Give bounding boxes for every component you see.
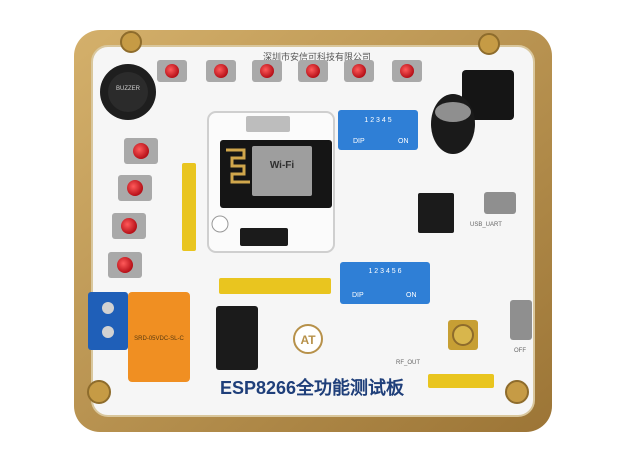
- usb-port[interactable]: [484, 192, 516, 214]
- svg-text:DIP: DIP: [353, 138, 365, 145]
- svg-text:BUZZER: BUZZER: [116, 86, 141, 92]
- svg-text:ON: ON: [406, 292, 417, 299]
- svg-text:SRD-05VDC-SL-C: SRD-05VDC-SL-C: [134, 336, 184, 342]
- capacitor: [431, 94, 475, 154]
- relay: SRD-05VDC-SL-C: [128, 292, 190, 382]
- terminal-block: [88, 292, 128, 350]
- corner-screws: [87, 31, 529, 404]
- top-button-row[interactable]: [157, 60, 422, 82]
- wifi-label: Wi-Fi: [270, 160, 295, 171]
- svg-text:ON: ON: [398, 138, 409, 145]
- sma-connector: [448, 320, 478, 350]
- svg-text:1 2 3 4 5 6: 1 2 3 4 5 6: [368, 268, 401, 275]
- svg-text:AT: AT: [300, 333, 316, 347]
- usb-label: USB_UART: [470, 222, 502, 228]
- dip-switch-bottom[interactable]: 1 2 3 4 5 6 DIP ON: [340, 262, 430, 304]
- yellow-header-bottom: [428, 374, 494, 388]
- board-title: ESP8266全功能测试板: [220, 377, 405, 398]
- rf-label: RF_OUT: [396, 360, 420, 366]
- left-buttons[interactable]: [108, 138, 158, 278]
- svg-text:1 2 3 4 5: 1 2 3 4 5: [364, 117, 391, 124]
- dip-switch-top[interactable]: 1 2 3 4 5 DIP ON: [338, 110, 418, 150]
- wifi-module: Wi-Fi: [207, 111, 335, 253]
- black-socket: [216, 306, 258, 370]
- brand-logo: AT: [293, 324, 323, 354]
- top-label: 深圳市安信可科技有限公司: [263, 51, 371, 62]
- svg-text:DIP: DIP: [352, 292, 364, 299]
- off-label: OFF: [514, 348, 526, 354]
- dc-jack: [462, 70, 514, 120]
- power-switch[interactable]: [510, 300, 532, 340]
- buzzer: BUZZER: [100, 64, 156, 120]
- ic-chip: [418, 193, 454, 233]
- yellow-header-horizontal: [219, 278, 331, 294]
- yellow-header-vertical: [182, 163, 196, 251]
